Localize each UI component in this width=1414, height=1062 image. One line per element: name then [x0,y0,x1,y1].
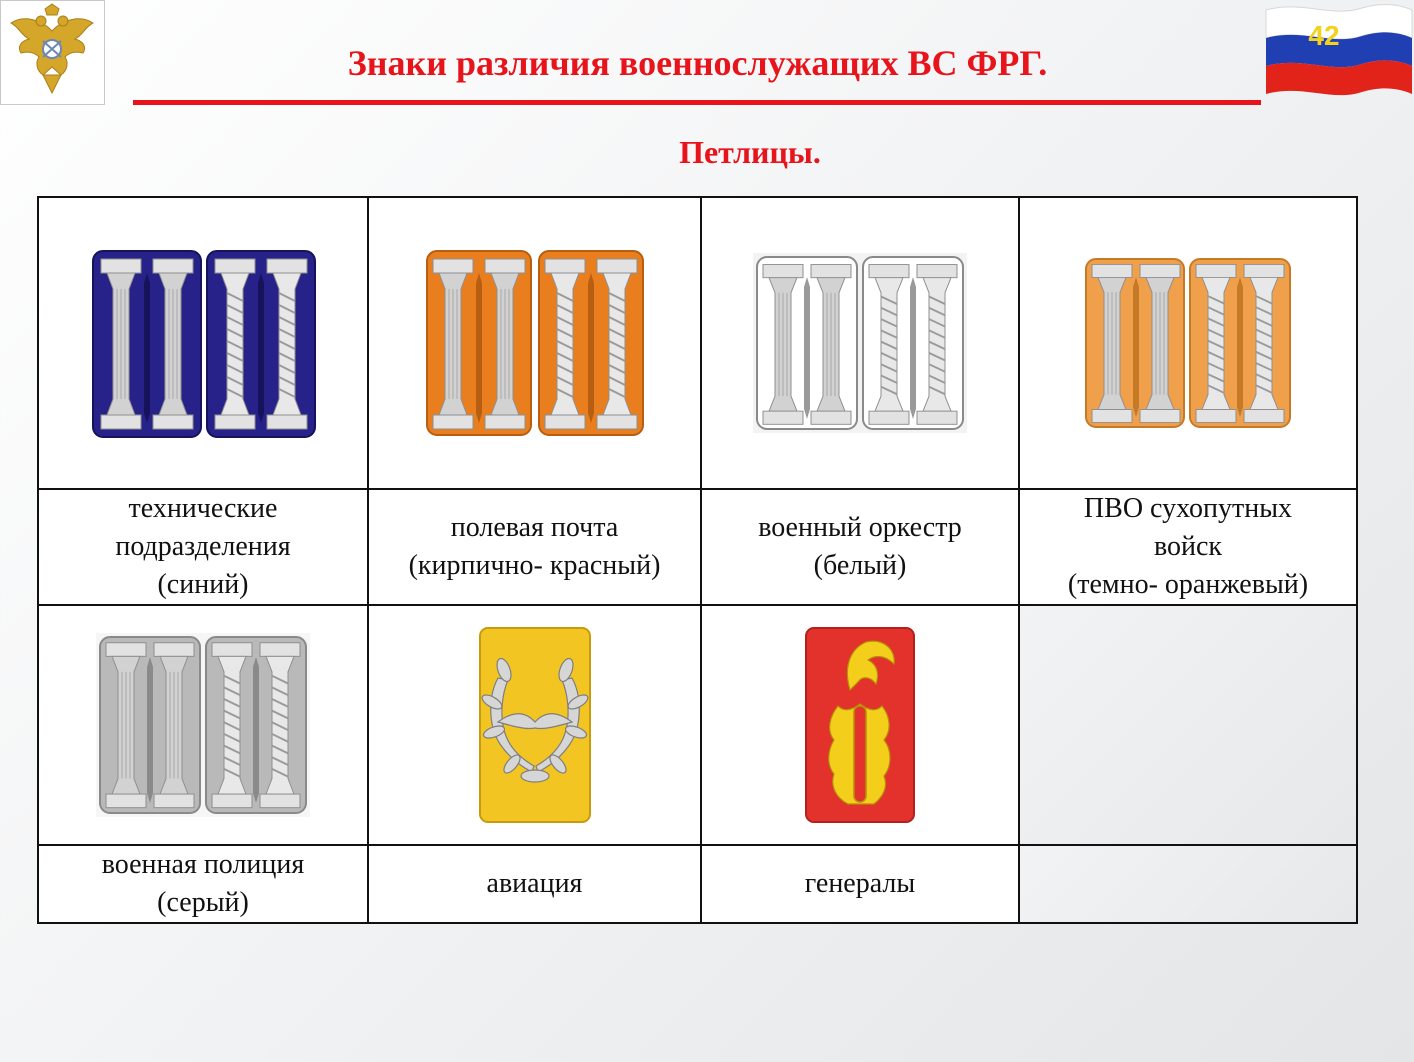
insignia-label: ПВО сухопутных войск (темно- оранжевый) [1067,493,1309,600]
collar-tab-grey-icon [96,633,310,817]
insignia-label-cell: военная полиция (серый) [37,844,369,924]
collar-tab-white-icon [753,253,967,433]
insignia-label: генералы [804,868,916,899]
insignia-label: полевая почта (кирпично- красный) [408,512,661,581]
title-underline [133,100,1261,105]
insignia-image-cell [700,604,1020,846]
russian-flag-icon [1265,3,1413,96]
slide-number: 42 [1308,20,1340,51]
collar-tab-dark-orange-icon [1082,255,1294,431]
insignia-label: авиация [486,868,583,899]
insignia-label-cell: ПВО сухопутных войск (темно- оранжевый) [1018,488,1358,606]
page-title: Знаки различия военнослужащих ВС ФРГ. [347,43,1048,83]
insignia-image-cell [700,196,1020,490]
insignia-label: военный оркестр (белый) [758,512,962,581]
empty-cell [1018,604,1358,846]
insignia-image-cell [37,604,369,846]
collar-tab-brick-red-icon [422,245,647,441]
insignia-label-cell: полевая почта (кирпично- красный) [367,488,702,606]
insignia-table: технические подразделения (синий) полева… [37,196,1358,924]
collar-tab-blue-icon [83,243,323,443]
generals-oakleaf-collar-tab-icon [805,627,915,823]
section-subtitle: Петлицы. [679,134,821,170]
insignia-image-cell [367,196,702,490]
insignia-label-cell: технические подразделения (синий) [37,488,369,606]
emblem [0,0,105,105]
empty-cell [1018,844,1358,924]
insignia-label: технические подразделения (синий) [115,493,291,600]
insignia-image-cell [37,196,369,490]
insignia-image-cell [1018,196,1358,490]
insignia-image-cell [367,604,702,846]
insignia-label-cell: генералы [700,844,1020,924]
insignia-label-cell: военный оркестр (белый) [700,488,1020,606]
insignia-label-cell: авиация [367,844,702,924]
aviation-wreath-collar-tab-icon [478,627,591,823]
insignia-label: военная полиция (серый) [101,849,305,918]
double-headed-eagle-emblem-icon [10,3,94,95]
flag [1262,0,1414,102]
